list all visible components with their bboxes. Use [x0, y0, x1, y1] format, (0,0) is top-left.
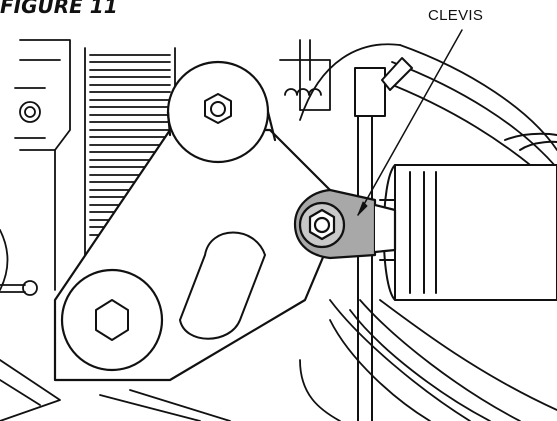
- clevis-callout-leader: [357, 29, 463, 216]
- figure-title: FIGURE 11: [0, 0, 118, 18]
- upper-hex-nut: [204, 93, 232, 124]
- clevis-callout-label: CLEVIS: [428, 7, 484, 24]
- cylinder: [379, 132, 557, 301]
- clevis: [293, 188, 397, 260]
- slotted-cam: [179, 231, 266, 340]
- top-center-bracket: [279, 39, 331, 111]
- lower-hex-nut: [95, 299, 129, 341]
- mounting-bracket: [0, 39, 231, 421]
